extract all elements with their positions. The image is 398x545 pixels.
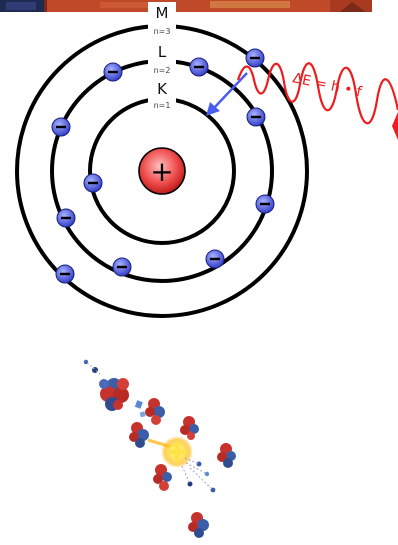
atom-nucleus <box>180 416 199 440</box>
photon-wave <box>236 62 398 125</box>
electron <box>51 117 71 137</box>
electron <box>103 62 123 82</box>
electron <box>56 208 76 228</box>
shell-l-letter: L <box>158 43 167 61</box>
atom-nucleus <box>153 464 172 491</box>
atom-nucleus <box>99 378 129 411</box>
electron <box>246 107 266 127</box>
electron <box>55 264 75 284</box>
shell-k-letter: K <box>157 80 168 98</box>
shell-m-n-label: n=3 <box>154 27 171 36</box>
electron <box>255 194 275 214</box>
atom-nucleus <box>145 398 165 425</box>
shell-m-letter: M <box>156 4 169 22</box>
electron <box>245 48 265 68</box>
top-banner-illustration <box>0 0 372 12</box>
atom-nucleus <box>129 422 149 448</box>
bohr-atom-diagram: M n=3 L n=2 K n=1 + <box>15 2 398 318</box>
shell-k-n-label: n=1 <box>154 101 171 110</box>
electron <box>189 57 209 77</box>
shell-l-n-label: n=2 <box>154 66 171 75</box>
electron <box>83 173 103 193</box>
nucleus-plus-icon: + <box>150 155 173 188</box>
electron <box>112 257 132 277</box>
electron-transition-arrow <box>206 72 248 116</box>
nucleus: + <box>138 147 186 195</box>
electron <box>205 249 225 269</box>
energy-equation: ΔE = h • f <box>291 70 364 100</box>
atom-nucleus <box>217 443 236 468</box>
atom-nucleus <box>188 512 209 538</box>
photon-arrowhead-icon <box>392 112 398 140</box>
nuclear-fission-illustration <box>83 359 236 538</box>
